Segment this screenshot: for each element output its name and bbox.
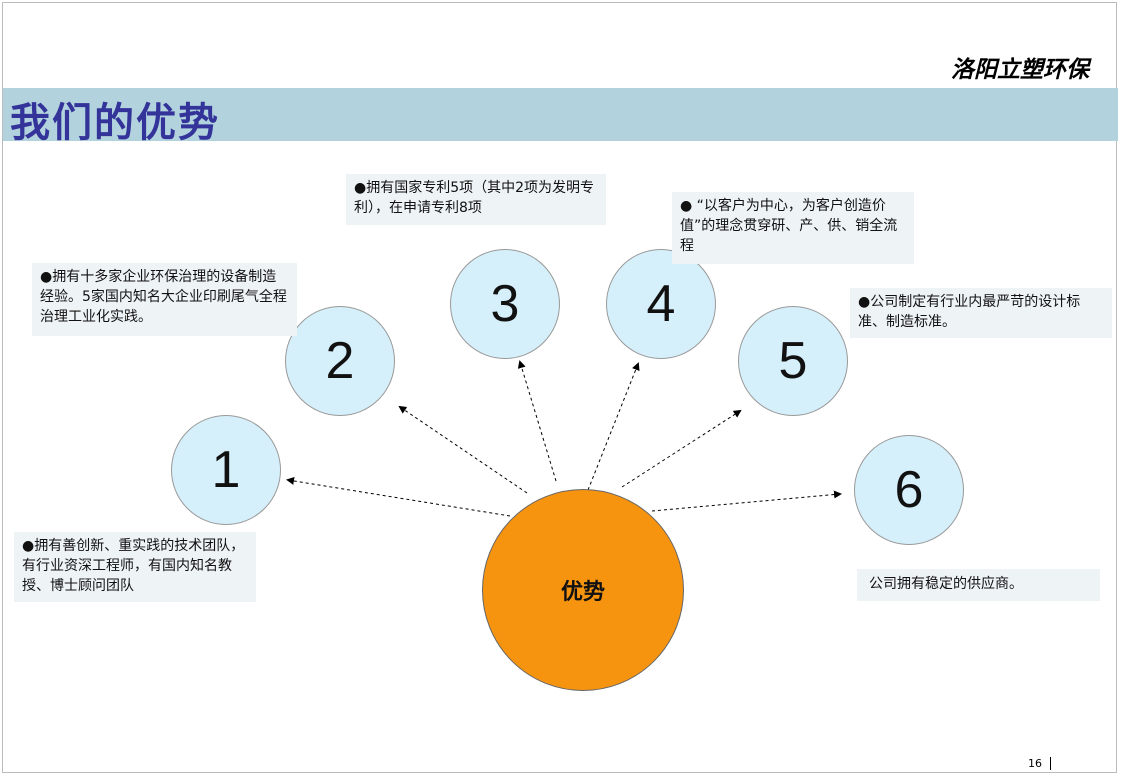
circle-4: 4	[606, 249, 716, 359]
company-name: 洛阳立塑环保	[951, 56, 1089, 83]
title-band	[3, 88, 1118, 141]
text-box-1: ●拥有善创新、重实践的技术团队，有行业资深工程师，有国内知名教授、博士顾问团队	[14, 532, 256, 602]
circle-1: 1	[171, 415, 281, 525]
slide-title: 我们的优势	[10, 99, 220, 146]
page-number: 16	[1028, 757, 1051, 770]
arrow-2	[398, 405, 528, 494]
circle-6: 6	[854, 435, 964, 545]
arrow-5	[621, 409, 742, 488]
circle-5: 5	[738, 306, 848, 416]
text-box-2: ●拥有十多家企业环保治理的设备制造经验。5家国内知名大企业印刷尾气全程治理工业化…	[32, 263, 297, 336]
text-box-3: ●拥有国家专利5项（其中2项为发明专利），在申请专利8项	[346, 174, 606, 225]
circle-2: 2	[285, 306, 395, 416]
arrow-6	[651, 490, 842, 512]
text-box-6: 公司拥有稳定的供应商。	[857, 569, 1100, 601]
center-circle: 优势	[482, 489, 684, 691]
text-box-5: ●公司制定有行业内最严苛的设计标准、制造标准。	[850, 288, 1112, 338]
arrow-3	[517, 360, 557, 482]
arrow-1	[286, 477, 511, 517]
circle-3: 3	[450, 249, 560, 359]
text-box-4: ● “以客户为中心，为客户创造价值”的理念贯穿研、产、供、销全流程	[672, 192, 914, 264]
arrow-4	[587, 362, 640, 491]
